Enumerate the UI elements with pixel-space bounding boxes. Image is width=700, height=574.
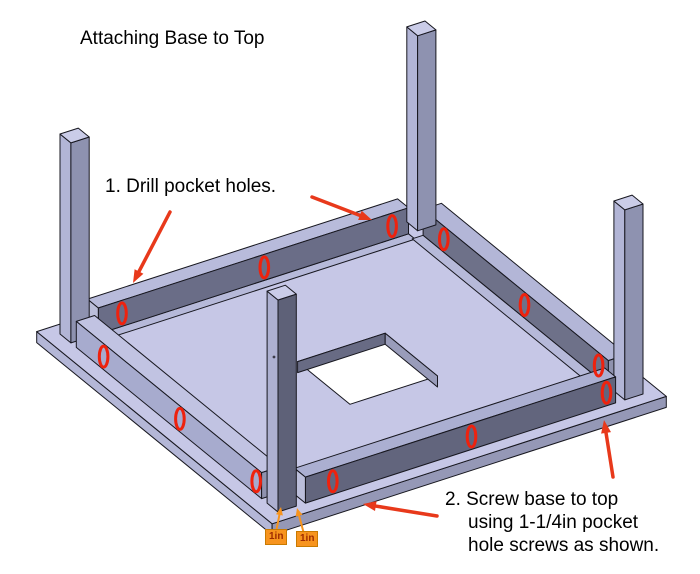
pocket-hole-marker: [438, 227, 450, 252]
dimension-leader-left: [275, 512, 281, 533]
leg-right-top-face: [613, 194, 644, 211]
step2-arrow-up-head: [601, 420, 611, 434]
step1-arrow-left-head: [133, 269, 144, 283]
leg-front-top-face: [266, 284, 297, 301]
leg-right-right-face: [624, 203, 644, 401]
leg-back-left-left-face: [59, 133, 72, 344]
leg-back-left-top-face: [59, 127, 90, 144]
step1-arrow-right: [310, 195, 363, 218]
cutout-inner-wall-right: [384, 332, 438, 388]
surface-speck: [272, 355, 276, 359]
pocket-hole-marker: [600, 380, 613, 405]
step1-arrow-right-head: [358, 210, 372, 220]
leg-front-right-face: [277, 293, 297, 513]
pocket-hole-marker: [465, 424, 478, 449]
step1-note: 1. Drill pocket holes.: [105, 176, 277, 197]
leg-right-left-face: [613, 200, 626, 401]
pocket-hole-marker: [116, 301, 128, 326]
pocket-hole-marker: [518, 293, 531, 317]
leg-front-left-face: [266, 290, 279, 513]
dimension-leader-right: [297, 513, 305, 535]
dimension-leader-left-head: [276, 507, 283, 516]
step2-arrow-left-head: [363, 501, 377, 511]
pocket-hole-marker: [258, 255, 271, 280]
pocket-hole-marker: [327, 469, 339, 494]
step2-line-1: 2. Screw base to top: [445, 489, 619, 510]
dimension-label-left: 1in: [265, 529, 288, 545]
leg-back-left-right-face: [70, 136, 90, 344]
pocket-hole-marker: [97, 344, 110, 369]
pocket-hole-marker: [250, 469, 263, 494]
diagram-title: Attaching Base to Top: [80, 28, 265, 49]
pocket-hole-marker: [386, 214, 398, 239]
dimension-leader-right-head: [295, 508, 303, 517]
step2-line-3: hole screws as shown.: [468, 535, 660, 556]
step2-arrow-left: [373, 504, 439, 518]
step2-note: 2. Screw base to top using 1-1/4in pocke…: [445, 488, 659, 557]
step2-arrow-up: [604, 430, 615, 479]
pocket-hole-marker: [174, 406, 186, 431]
pocket-hole-marker: [592, 353, 605, 378]
step1-arrow-left: [136, 210, 172, 275]
dimension-label-right: 1in: [296, 531, 319, 547]
step2-line-2: using 1-1/4in pocket: [468, 512, 639, 533]
leg-back-right-right-face: [417, 29, 437, 232]
leg-back-right-left-face: [406, 26, 419, 232]
leg-back-right-top-face: [406, 20, 437, 37]
